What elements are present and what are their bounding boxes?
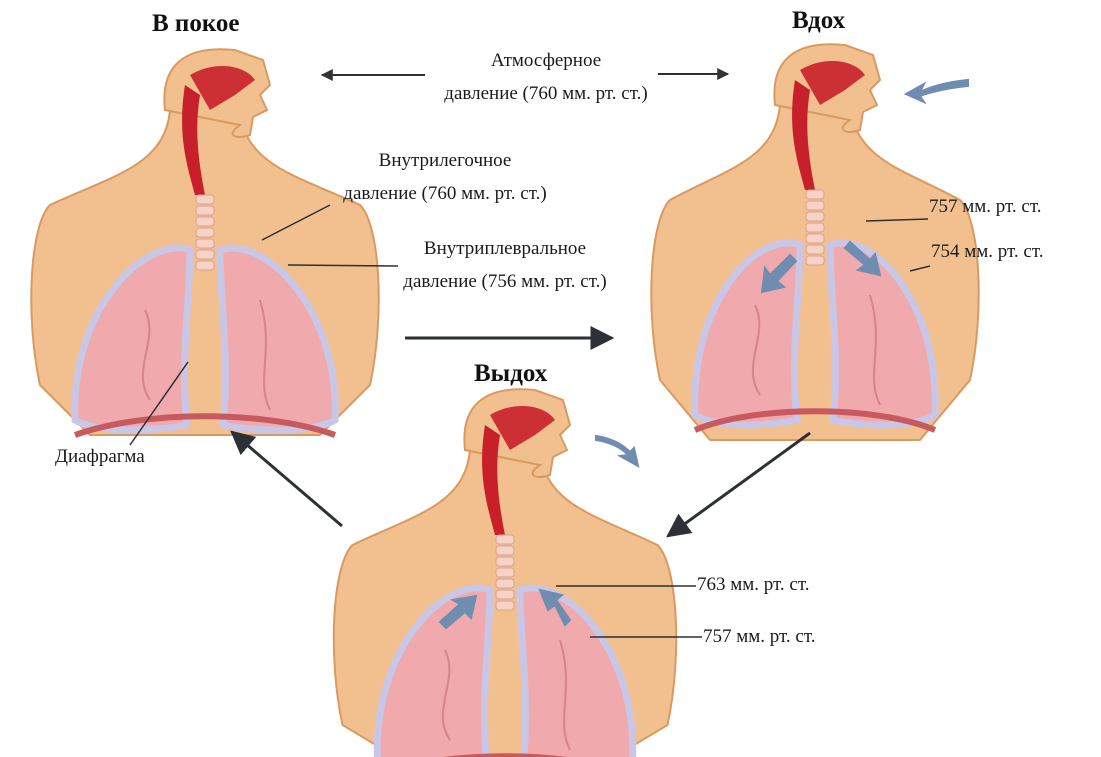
trachea-ring	[496, 601, 514, 610]
trachea-ring	[806, 190, 824, 199]
inhale-air-arrow	[906, 80, 968, 102]
trachea-exhale	[496, 535, 514, 610]
trachea-ring	[496, 579, 514, 588]
trachea-ring	[806, 256, 824, 265]
torso-figure-rest	[31, 49, 378, 435]
trachea-ring	[196, 206, 214, 215]
atmospheric-pressure-label: Атмосферное давление (760 мм. рт. ст.)	[386, 50, 706, 105]
trachea-ring	[496, 557, 514, 566]
inhale-intrapleural-value: 754 мм. рт. ст.	[931, 241, 1043, 263]
trachea-ring	[196, 239, 214, 248]
intrapulmonary-line1: Внутрилегочное	[285, 150, 605, 172]
exhale-intrapulmonary-value: 763 мм. рт. ст.	[697, 574, 809, 596]
diaphragm-label: Диафрагма	[55, 446, 145, 468]
title-inhale: Вдох	[792, 7, 845, 35]
trachea-ring	[196, 250, 214, 259]
trachea-rest	[196, 195, 214, 270]
trachea-ring	[196, 195, 214, 204]
flow-arrow-inhale-to-exhale	[668, 433, 810, 536]
intrapleural-line2: давление (756 мм. рт. ст.)	[345, 271, 665, 293]
trachea-ring	[196, 228, 214, 237]
trachea-inhale	[806, 190, 824, 265]
trachea-ring	[496, 568, 514, 577]
trachea-ring	[806, 245, 824, 254]
exhale-air-arrow	[596, 436, 638, 466]
torso-figure-exhale	[334, 389, 676, 757]
intrapleural-line1: Внутриплевральное	[345, 238, 665, 260]
trachea-ring	[806, 223, 824, 232]
intrapulmonary-pressure-label: Внутрилегочное давление (760 мм. рт. ст.…	[285, 150, 605, 205]
trachea-ring	[496, 535, 514, 544]
trachea-ring	[806, 201, 824, 210]
trachea-ring	[496, 590, 514, 599]
title-exhale: Выдох	[474, 360, 547, 388]
atmospheric-line1: Атмосферное	[386, 50, 706, 72]
trachea-ring	[196, 217, 214, 226]
exhale-intrapleural-value: 757 мм. рт. ст.	[703, 626, 815, 648]
trachea-ring	[806, 212, 824, 221]
title-rest: В покое	[152, 10, 240, 38]
flow-arrow-exhale-to-rest	[232, 432, 342, 526]
atmospheric-line2: давление (760 мм. рт. ст.)	[386, 83, 706, 105]
intrapleural-pressure-label: Внутриплевральное давление (756 мм. рт. …	[345, 238, 665, 293]
trachea-ring	[806, 234, 824, 243]
inhale-intrapulmonary-value: 757 мм. рт. ст.	[929, 196, 1041, 218]
trachea-ring	[196, 261, 214, 270]
intrapulmonary-line2: давление (760 мм. рт. ст.)	[285, 183, 605, 205]
trachea-ring	[496, 546, 514, 555]
